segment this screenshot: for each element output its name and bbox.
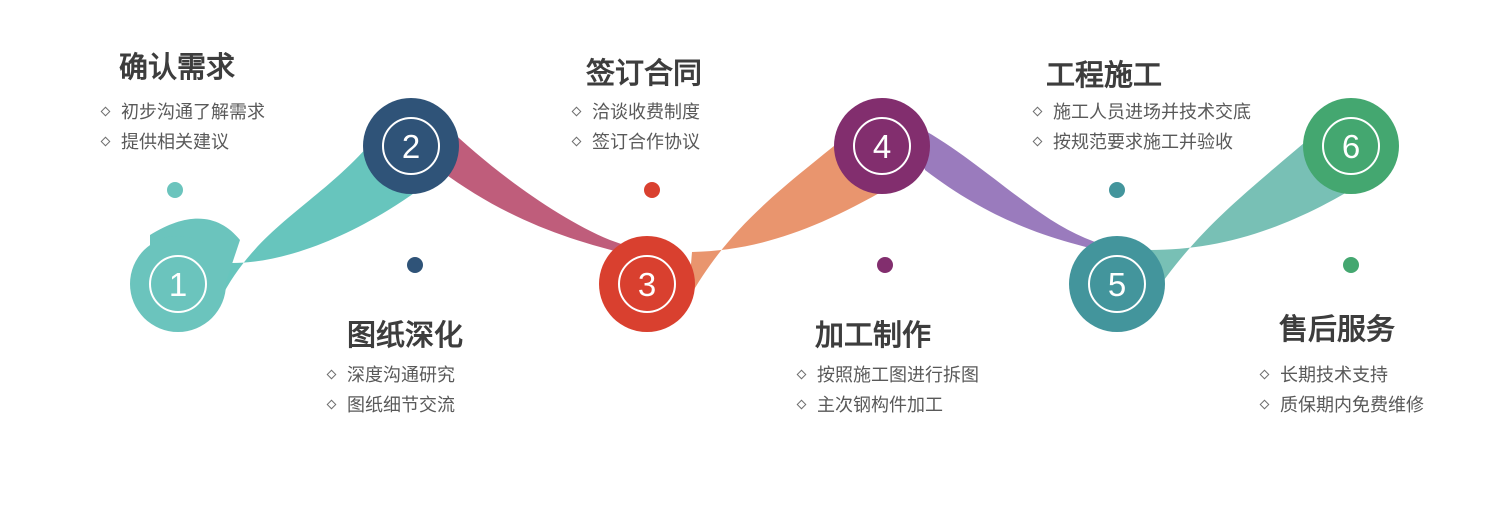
step-title-1: 确认需求 <box>119 50 236 84</box>
bullet-text: 提供相关建议 <box>121 132 229 153</box>
step-bullets-1: 初步沟通了解需求 提供相关建议 <box>100 96 265 156</box>
bullet-text: 主次钢构件加工 <box>817 395 943 416</box>
step-ring-1 <box>149 255 207 313</box>
step-circle-1 <box>130 236 226 332</box>
step-ring-2 <box>382 117 440 175</box>
diamond-bullet-icon <box>100 106 111 116</box>
bullet-text: 按照施工图进行拆图 <box>817 365 979 386</box>
step-dot-4 <box>877 257 893 273</box>
step-node-3: 3 <box>599 236 695 332</box>
bullet-text: 施工人员进场并技术交底 <box>1053 102 1251 123</box>
step-title-2: 图纸深化 <box>347 318 464 352</box>
step-title-4: 加工制作 <box>815 318 932 352</box>
step-bullets-6: 长期技术支持 质保期内免费维修 <box>1259 359 1424 419</box>
step-number-4: 4 <box>873 128 891 165</box>
step-number-6: 6 <box>1342 128 1360 165</box>
step-3-bullet-1: 洽谈收费制度 <box>571 96 700 126</box>
step-number-1: 1 <box>169 266 187 303</box>
step-dot-3 <box>644 182 660 198</box>
diamond-bullet-icon <box>1032 106 1043 116</box>
step-bullets-4: 按照施工图进行拆图 主次钢构件加工 <box>796 359 979 419</box>
diamond-bullet-icon <box>1259 369 1270 379</box>
bullet-text: 质保期内免费维修 <box>1280 395 1424 416</box>
step-circle-6 <box>1303 98 1399 194</box>
step-dot-6 <box>1343 257 1359 273</box>
step-bullets-3: 洽谈收费制度 签订合作协议 <box>571 96 700 156</box>
diamond-bullet-icon <box>571 106 582 116</box>
step-circle-5 <box>1069 236 1165 332</box>
bullet-text: 深度沟通研究 <box>347 365 455 386</box>
step-node-6: 6 <box>1303 98 1399 194</box>
diamond-bullet-icon <box>571 136 582 146</box>
step-number-2: 2 <box>402 128 420 165</box>
step-title-6: 售后服务 <box>1279 312 1396 346</box>
diamond-bullet-icon <box>326 399 337 409</box>
step-node-1: 1 <box>130 236 226 332</box>
step-1-bullet-1: 初步沟通了解需求 <box>100 96 265 126</box>
step-ring-5 <box>1088 255 1146 313</box>
step-dot-1 <box>167 182 183 198</box>
step-node-2: 2 <box>363 98 459 194</box>
step-node-5: 5 <box>1069 236 1165 332</box>
step-dot-2 <box>407 257 423 273</box>
ribbon-4-5 <box>915 125 1140 260</box>
step-bullets-5: 施工人员进场并技术交底 按规范要求施工并验收 <box>1032 96 1251 156</box>
step-2-bullet-2: 图纸细节交流 <box>326 389 455 419</box>
step-4-bullet-1: 按照施工图进行拆图 <box>796 359 979 389</box>
diamond-bullet-icon <box>1032 136 1043 146</box>
bullet-text: 图纸细节交流 <box>347 395 455 416</box>
step-4-bullet-2: 主次钢构件加工 <box>796 389 979 419</box>
bullet-text: 按规范要求施工并验收 <box>1053 132 1233 153</box>
ribbon-2-3 <box>440 120 680 265</box>
step-6-bullet-2: 质保期内免费维修 <box>1259 389 1424 419</box>
step-5-bullet-2: 按规范要求施工并验收 <box>1032 126 1251 156</box>
step-circle-3 <box>599 236 695 332</box>
bullet-text: 初步沟通了解需求 <box>121 102 265 123</box>
step-2-bullet-1: 深度沟通研究 <box>326 359 455 389</box>
diamond-bullet-icon <box>326 369 337 379</box>
diamond-bullet-icon <box>1259 399 1270 409</box>
step-number-5: 5 <box>1108 266 1126 303</box>
bullet-text: 洽谈收费制度 <box>592 102 700 123</box>
step-circle-4 <box>834 98 930 194</box>
bullet-text: 长期技术支持 <box>1280 365 1388 386</box>
step-1-bullet-2: 提供相关建议 <box>100 126 265 156</box>
step-bullets-2: 深度沟通研究 图纸细节交流 <box>326 359 455 419</box>
step-ring-6 <box>1322 117 1380 175</box>
bullet-text: 签订合作协议 <box>592 132 700 153</box>
step-ring-4 <box>853 117 911 175</box>
diamond-bullet-icon <box>796 399 807 409</box>
step-5-bullet-1: 施工人员进场并技术交底 <box>1032 96 1251 126</box>
step-6-bullet-1: 长期技术支持 <box>1259 359 1424 389</box>
step-node-4: 4 <box>834 98 930 194</box>
step-title-3: 签订合同 <box>586 56 703 90</box>
step-circle-2 <box>363 98 459 194</box>
step-dot-5 <box>1109 182 1125 198</box>
step-number-3: 3 <box>638 266 656 303</box>
step-title-5: 工程施工 <box>1046 58 1163 92</box>
diamond-bullet-icon <box>796 369 807 379</box>
step-ring-3 <box>618 255 676 313</box>
step-3-bullet-2: 签订合作协议 <box>571 126 700 156</box>
diamond-bullet-icon <box>100 136 111 146</box>
